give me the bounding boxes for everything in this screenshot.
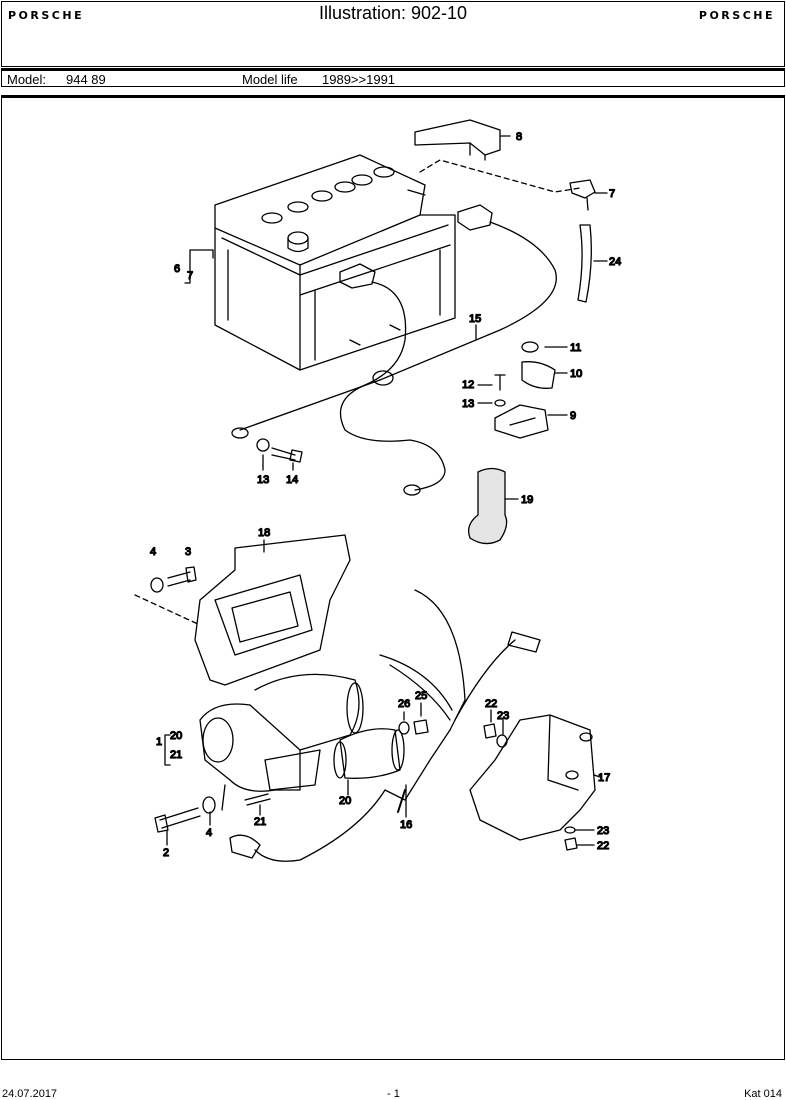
callout-6: 6 [174,263,180,275]
callout-7b: 7 [187,270,193,282]
header-box: PORSCHE Illustration: 902-10 PORSCHE [1,1,785,67]
model-value: 944 89 [66,72,106,87]
callout-23: 23 [497,710,509,722]
callout-19: 19 [521,494,533,506]
battery-hold-down [414,119,501,156]
callout-18: 18 [258,527,270,539]
callout-12: 12 [462,379,474,391]
footer-date: 24.07.2017 [2,1088,58,1100]
callout-26: 26 [398,698,410,710]
callout-24: 24 [609,256,621,268]
callout-7: 7 [609,188,615,200]
callout-21b: 21 [254,816,266,828]
callout-10: 10 [570,368,582,380]
callout-14: 14 [286,474,298,486]
callout-11: 11 [570,342,581,354]
footer-page: - 1 [387,1088,400,1100]
illustration-title: Illustration: 902-10 [318,3,468,23]
callout-13b: 13 [257,474,269,486]
callout-4: 4 [150,546,156,558]
callout-3: 3 [185,546,191,558]
callout-21: 21 [170,749,182,761]
callout-23b: 23 [597,825,609,837]
callout-16: 16 [400,819,412,831]
callout-9: 9 [570,410,576,422]
battery-drawing [214,154,456,371]
model-label: Model: [7,72,47,87]
drawing-area [1,95,785,1060]
callout-13: 13 [462,398,474,410]
starter-motor [199,673,364,792]
model-life-value: 1989>>1991 [322,72,396,87]
callout-8: 8 [516,131,522,143]
starter-cover [469,714,596,841]
footer-catalog: Kat 014 [744,1088,782,1100]
callout-22b: 22 [597,840,609,852]
model-row: Model: 944 89 Model life 1989>>1991 [1,68,785,87]
callout-1: 1 [156,736,162,748]
callout-4b: 4 [206,827,212,839]
callout-22: 22 [485,698,497,710]
callout-20b: 20 [339,795,351,807]
callout-25: 25 [415,690,427,702]
callout-20: 20 [170,730,182,742]
porsche-logo-left: PORSCHE [8,9,85,22]
callout-2: 2 [163,847,169,859]
callout-17: 17 [598,772,610,784]
porsche-logo-right: PORSCHE [698,9,775,22]
model-life-label: Model life [242,72,298,87]
callout-15: 15 [469,313,481,325]
heat-shield [194,534,351,686]
